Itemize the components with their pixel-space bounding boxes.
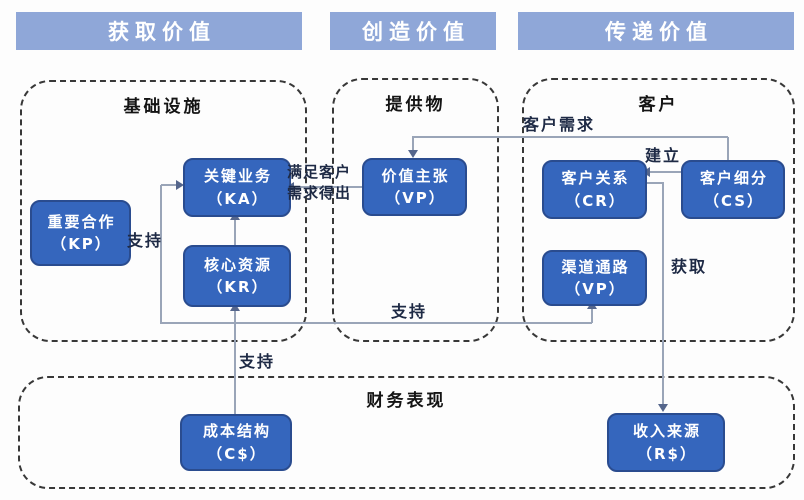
connector-cr-to-revenue <box>662 183 664 405</box>
box-channels-code: （VP） <box>565 280 626 298</box>
section-customer: 客户 <box>522 78 795 342</box>
box-revenue-streams-code: （R$） <box>637 444 697 463</box>
section-customer-title: 客户 <box>638 95 679 115</box>
box-channels-name: 渠道通路 <box>561 257 630 276</box>
edge-label-satisfy-need-line2: 需求得出 <box>287 184 352 202</box>
connector-into-ka-left <box>161 184 177 186</box>
header-capture-value: 获取价值 <box>16 12 302 50</box>
box-key-activities-name: 关键业务 <box>203 167 272 185</box>
connector-cr-out <box>643 182 664 184</box>
connector-kr-to-ka <box>234 219 236 245</box>
box-channels: 渠道通路 （VP） <box>542 250 647 306</box>
edge-label-support-kp: 支持 <box>127 231 164 250</box>
edge-label-support-cost: 支持 <box>239 352 276 371</box>
connector-cost-to-kr <box>234 310 236 414</box>
header-create-value: 创造价值 <box>330 12 496 50</box>
box-cost-structure-name: 成本结构 <box>202 422 271 440</box>
arrowhead-into-revenue-icon <box>658 404 668 412</box>
box-key-resources: 核心资源 （KR） <box>183 245 291 307</box>
connector-cs-to-cr <box>650 171 681 173</box>
connector-customer-need <box>412 136 728 138</box>
box-key-partners: 重要合作 （KP） <box>30 200 131 266</box>
box-cost-structure-code: （C$） <box>207 444 267 463</box>
connector-vp-to-ka <box>294 186 362 188</box>
box-key-partners-code: （KP） <box>51 235 112 253</box>
header-deliver-value: 传递价值 <box>518 12 794 50</box>
connector-support-horizontal <box>160 322 592 324</box>
box-revenue-streams: 收入来源 （R$） <box>607 413 725 472</box>
box-customer-segments: 客户细分 （CS） <box>681 160 785 219</box>
arrowhead-into-ka-left-icon <box>176 180 184 190</box>
arrowhead-into-kr-icon <box>230 303 240 311</box>
box-key-activities: 关键业务 （KA） <box>183 158 291 217</box>
box-customer-relations-code: （CR） <box>565 191 626 210</box>
connector-support-vertical <box>160 185 162 324</box>
section-finance-title: 财务表现 <box>366 391 447 411</box>
box-revenue-streams-name: 收入来源 <box>632 422 701 440</box>
box-value-proposition-code: （VP） <box>385 189 446 207</box>
edge-label-satisfy-need: 满足客户 需求得出 <box>287 162 363 204</box>
section-finance: 财务表现 <box>18 376 795 489</box>
box-cost-structure: 成本结构 （C$） <box>180 414 292 471</box>
box-customer-relations: 客户关系 （CR） <box>542 160 647 219</box>
section-infrastructure: 基础设施 <box>20 80 307 342</box>
box-customer-segments-name: 客户细分 <box>699 169 768 187</box>
box-value-proposition: 价值主张 （VP） <box>362 158 467 216</box>
box-customer-relations-name: 客户关系 <box>561 169 630 187</box>
connector-into-channel <box>591 308 593 323</box>
connector-into-vp <box>412 137 414 151</box>
section-infrastructure-title: 基础设施 <box>123 97 204 117</box>
box-key-resources-code: （KR） <box>207 278 269 296</box>
edge-label-support-channel: 支持 <box>391 302 428 321</box>
edge-label-customer-need: 客户需求 <box>523 115 596 134</box>
arrowhead-into-vp-icon <box>408 150 418 158</box>
box-key-resources-name: 核心资源 <box>203 255 272 274</box>
box-key-partners-name: 重要合作 <box>47 212 116 231</box>
box-customer-segments-code: （CS） <box>703 191 765 210</box>
edge-label-satisfy-need-line1: 满足客户 <box>287 163 352 181</box>
box-value-proposition-name: 价值主张 <box>381 166 450 185</box>
section-offering: 提供物 <box>332 78 499 342</box>
box-key-activities-code: （KA） <box>207 189 269 208</box>
section-offering-title: 提供物 <box>385 95 446 115</box>
edge-label-establish: 建立 <box>645 146 682 165</box>
connector-cs-up <box>727 137 729 160</box>
edge-label-acquire: 获取 <box>671 257 708 276</box>
